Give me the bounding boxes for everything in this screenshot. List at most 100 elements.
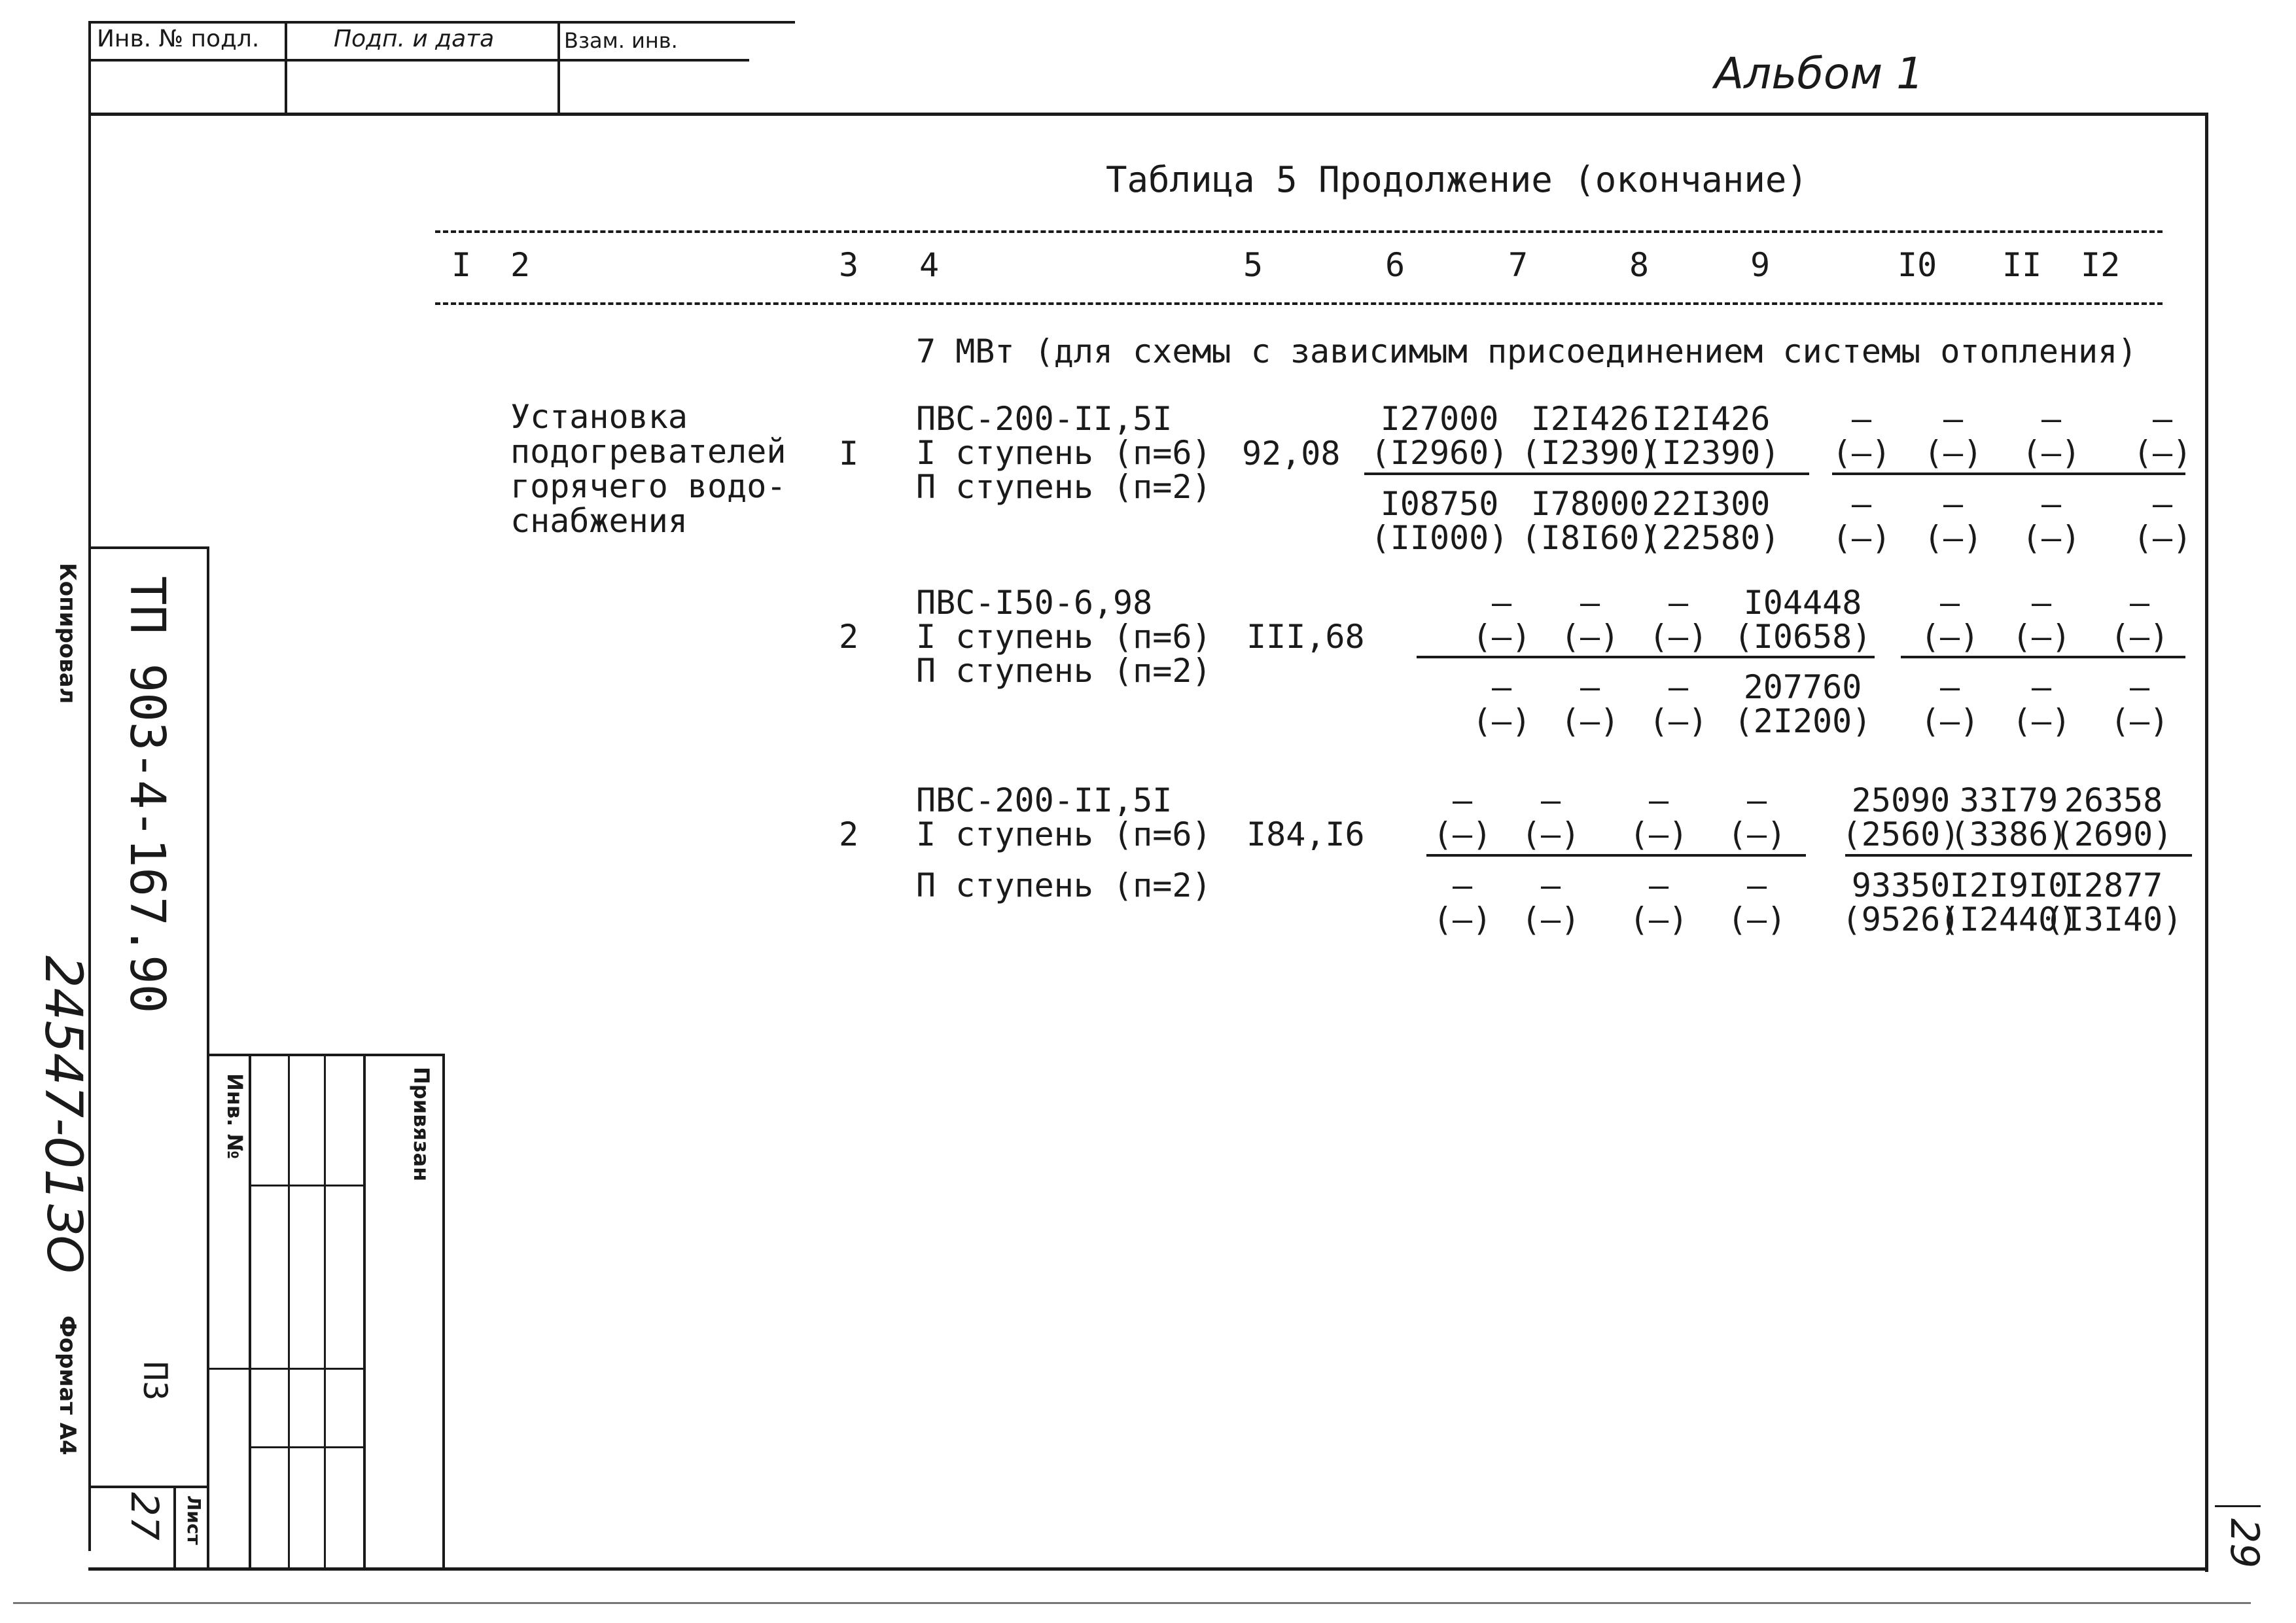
row2-top-cell-6-line-2: (—) xyxy=(2011,618,2072,656)
row3-bottom-cell-1-line-1: — xyxy=(1452,866,1473,904)
row1-bottom-cell-5-line-1: — xyxy=(1943,485,1964,523)
power-subheader: 7 МВт (для схемы с зависимым присоединен… xyxy=(916,332,2138,370)
row1-top-cell-5-line-2: (—) xyxy=(1923,434,1983,472)
side-format: Формат А4 xyxy=(54,1315,80,1455)
side-sheet-label: Лист xyxy=(183,1495,205,1545)
row1-top-cell-1-line-1: I27000 xyxy=(1380,400,1499,438)
privyazan-label: Привязан xyxy=(409,1067,434,1182)
row2-bottom-cell-2-line-2: (—) xyxy=(1560,702,1620,740)
row2-bottom-cell-7-line-1: — xyxy=(2129,668,2150,706)
row2-top-cell-7-line-1: — xyxy=(2129,584,2150,622)
row2-bottom-cell-1-line-2: (—) xyxy=(1472,702,1532,740)
row2-bottom-cell-7-line-2: (—) xyxy=(2110,702,2170,740)
row3-fraction-line-a xyxy=(1426,854,1806,857)
header-dash-bottom xyxy=(435,302,2163,305)
row3-bottom-cell-1-line-2: (—) xyxy=(1432,901,1492,938)
row1-top-cell-2-line-1: I2I426 xyxy=(1530,400,1650,438)
row2-equipment-line-1: ПВС-I50-6,98 xyxy=(916,584,1153,622)
row2-bottom-cell-3-line-2: (—) xyxy=(1648,702,1708,740)
row3-bottom-cell-5-line-1: 93350 xyxy=(1851,866,1951,904)
col-header-11: II xyxy=(2002,246,2042,284)
side-section: ПЗ xyxy=(136,1361,174,1401)
row3-bottom-cell-6-line-1: I2I9I0 xyxy=(1949,866,2068,904)
row3-value: I84,I6 xyxy=(1246,815,1365,853)
row1-variant: I xyxy=(839,435,859,473)
row1-bottom-cell-6-line-1: — xyxy=(2041,485,2062,523)
row1-bottom-cell-2-line-2: (I8I60) xyxy=(1521,519,1659,557)
frame-top xyxy=(88,113,2208,116)
row2-value: III,68 xyxy=(1246,618,1365,656)
row2-equipment-line-3: П ступень (п=2) xyxy=(916,652,1212,690)
stamp-top-border xyxy=(88,21,795,24)
col-header-1: I xyxy=(451,246,472,284)
row2-bottom-cell-5-line-2: (—) xyxy=(1920,702,1980,740)
row3-top-cell-1-line-2: (—) xyxy=(1432,815,1492,853)
row1-bottom-cell-3-line-1: 22I300 xyxy=(1651,485,1771,523)
row1-top-cell-1-line-2: (I2960) xyxy=(1370,434,1509,472)
row3-top-cell-4-line-1: — xyxy=(1746,781,1767,819)
row3-bottom-cell-4-line-1: — xyxy=(1746,866,1767,904)
stamp-vzam-inv: Взам. инв. xyxy=(564,28,678,53)
row3-variant: 2 xyxy=(839,815,859,853)
row1-top-cell-6-line-2: (—) xyxy=(2021,434,2081,472)
stamp-inv-podl: Инв. № подл. xyxy=(97,26,260,52)
row2-bottom-cell-3-line-1: — xyxy=(1668,668,1689,706)
row3-bottom-cell-3-line-1: — xyxy=(1648,866,1669,904)
side-sheet-no: 27 xyxy=(122,1492,167,1541)
row3-top-cell-6-line-2: (3386) xyxy=(1949,815,2068,853)
row1-bottom-cell-4-line-1: — xyxy=(1851,485,1872,523)
frame-bottom xyxy=(88,1567,2208,1571)
row3-top-cell-2-line-2: (—) xyxy=(1521,815,1581,853)
privyazan-row-2 xyxy=(209,1368,363,1370)
col-header-8: 8 xyxy=(1629,246,1650,284)
page-bottom-edge xyxy=(13,1602,2251,1604)
row1-top-cell-5-line-1: — xyxy=(1943,400,1964,438)
row1-top-cell-3-line-1: I2I426 xyxy=(1651,400,1771,438)
side-block-sheet-top xyxy=(88,1486,209,1488)
stamp-left-border xyxy=(88,21,91,119)
row1-equipment-line-2: I ступень (п=6) xyxy=(916,434,1212,472)
row1-value: 92,08 xyxy=(1242,435,1341,473)
row1-bottom-cell-1-line-2: (II000) xyxy=(1370,519,1509,557)
col-header-4: 4 xyxy=(919,246,940,284)
col-header-12: I2 xyxy=(2081,246,2121,284)
privyazan-col-2 xyxy=(288,1054,290,1567)
privyazan-block-top xyxy=(209,1054,445,1056)
stamp-podp-data: Подп. и дата xyxy=(334,26,495,52)
row1-equipment-line-3: П ступень (п=2) xyxy=(916,468,1212,506)
row1-fraction-line-a xyxy=(1364,473,1809,475)
row1-bottom-cell-7-line-1: — xyxy=(2152,485,2173,523)
row2-fraction-line-a xyxy=(1417,656,1875,658)
stamp-divider-1 xyxy=(285,21,287,113)
privyazan-row-3 xyxy=(249,1446,363,1448)
item-name-line-3: горячего водо- xyxy=(510,467,786,505)
header-dash-top xyxy=(435,230,2163,233)
col-header-10: I0 xyxy=(1898,246,1937,284)
row3-equipment-line-1: ПВС-200-II,5I xyxy=(916,781,1173,819)
row1-bottom-cell-6-line-2: (—) xyxy=(2021,519,2081,557)
row1-bottom-cell-2-line-1: I78000 xyxy=(1530,485,1650,523)
left-frame-line xyxy=(88,111,91,1551)
row1-bottom-cell-4-line-2: (—) xyxy=(1831,519,1892,557)
row3-top-cell-4-line-2: (—) xyxy=(1727,815,1787,853)
row2-bottom-cell-2-line-1: — xyxy=(1580,668,1600,706)
privyazan-col-3 xyxy=(324,1054,326,1567)
privyazan-col-1 xyxy=(249,1054,251,1567)
row1-equipment-line-1: ПВС-200-II,5I xyxy=(916,400,1173,438)
privyazan-col-4 xyxy=(363,1054,366,1567)
row3-bottom-cell-2-line-2: (—) xyxy=(1521,901,1581,938)
row1-top-cell-2-line-2: (I2390) xyxy=(1521,434,1659,472)
row3-top-cell-3-line-2: (—) xyxy=(1629,815,1689,853)
row1-top-cell-6-line-1: — xyxy=(2041,400,2062,438)
row2-bottom-cell-4-line-1: 207760 xyxy=(1743,668,1862,706)
row3-bottom-cell-7-line-1: I2877 xyxy=(2064,866,2163,904)
row2-top-cell-1-line-1: — xyxy=(1491,584,1512,622)
row3-top-cell-5-line-2: (2560) xyxy=(1841,815,1960,853)
side-doc-code: ТП 903-4-167.90 xyxy=(119,576,175,1014)
row3-top-cell-6-line-1: 33I79 xyxy=(1959,781,2058,819)
row1-bottom-cell-1-line-1: I08750 xyxy=(1380,485,1499,523)
col-header-5: 5 xyxy=(1243,246,1263,284)
col-header-9: 9 xyxy=(1750,246,1771,284)
row2-top-cell-2-line-2: (—) xyxy=(1560,618,1620,656)
row1-top-cell-3-line-2: (I2390) xyxy=(1642,434,1780,472)
